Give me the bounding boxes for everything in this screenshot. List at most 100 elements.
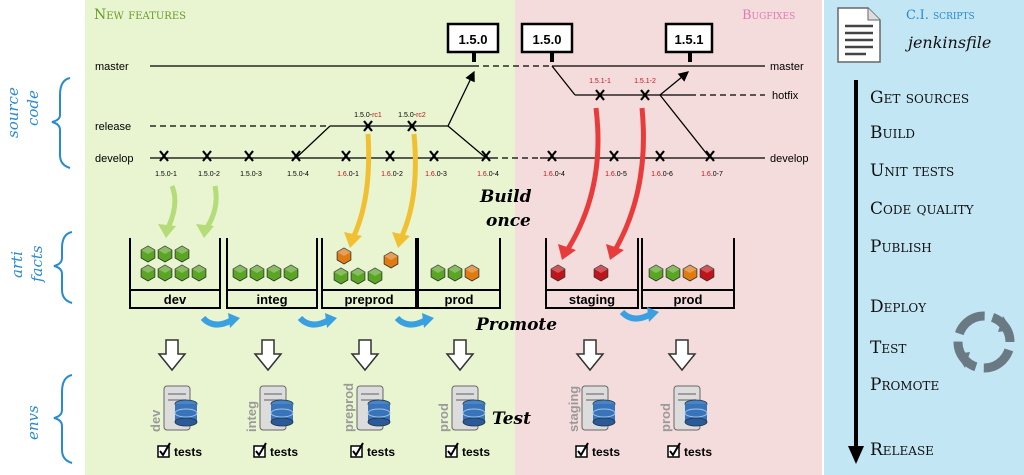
release-merge-master xyxy=(447,70,475,127)
artifact-cube xyxy=(336,247,352,265)
artifact-box-integ: integ xyxy=(226,238,318,309)
artifact-cube xyxy=(367,267,383,285)
green-arrow-head xyxy=(196,224,214,238)
artifact-cube xyxy=(430,264,446,282)
version-label: 1.6.0-6 xyxy=(651,171,673,178)
artifact-cube xyxy=(140,245,156,263)
build-once-label-line1: Build xyxy=(479,187,532,207)
source-code-label: source code xyxy=(4,77,71,169)
env-label: dev xyxy=(148,409,163,432)
artifact-cube xyxy=(266,264,282,282)
hotfix-commit xyxy=(595,89,605,101)
promote-arrow-head xyxy=(422,313,434,328)
branch-label-master-left: master xyxy=(95,61,129,73)
promote-arrow-head xyxy=(228,313,240,328)
envs-brace xyxy=(53,374,73,464)
build-once-label-line2: once xyxy=(486,211,531,231)
artifact-cube xyxy=(447,264,463,282)
artifact-cube xyxy=(550,264,566,282)
artifact-cube xyxy=(333,267,349,285)
release-branch-off xyxy=(295,125,331,159)
branch-label-develop-right: develop xyxy=(770,153,809,165)
promote-arrow-head xyxy=(647,307,659,322)
envs-label-text: envs xyxy=(24,405,42,440)
ci-step: Code quality xyxy=(870,199,975,219)
artifacts-brace xyxy=(53,231,73,304)
promote-arrow xyxy=(297,315,331,328)
branch-label-release: release xyxy=(95,121,131,133)
develop-commit xyxy=(481,150,491,162)
artifact-box-label: prod xyxy=(445,292,474,307)
artifact-cube xyxy=(464,264,480,282)
branch-label-develop-left: develop xyxy=(95,153,134,165)
artifact-box-label: prod xyxy=(674,292,703,307)
artifact-box-prod: prod xyxy=(417,238,501,309)
red-arrow-head xyxy=(606,244,624,260)
ci-step: Get sources xyxy=(870,88,969,108)
source-code-label-line2: code xyxy=(24,90,42,126)
jenkinsfile-icon xyxy=(837,7,881,63)
hotfix-branch-off xyxy=(551,65,576,96)
promote-arrow-head xyxy=(325,313,337,328)
ci-step: Release xyxy=(870,440,934,460)
new-features-zone xyxy=(85,0,515,475)
branch-lines xyxy=(150,65,765,159)
tests-label: tests xyxy=(684,445,712,459)
server-icon xyxy=(356,385,391,431)
jenkinsfile-label: jenkinsfile xyxy=(905,33,991,52)
envs-label: envs xyxy=(24,374,73,464)
develop-commit xyxy=(244,150,254,162)
develop-commit xyxy=(341,150,351,162)
test-label: Test xyxy=(492,409,531,429)
tests-label: tests xyxy=(270,445,298,459)
ci-step: Publish xyxy=(870,237,932,257)
promote-arrow xyxy=(619,309,653,322)
deploy-arrow-icon xyxy=(445,339,475,372)
hotfix-merge-develop xyxy=(659,94,711,159)
env-prod: prod tests xyxy=(436,339,490,459)
ci-scripts-title: C.I. scripts xyxy=(906,8,975,23)
version-label: 1.5.0-2 xyxy=(198,171,220,178)
green-arrow-head xyxy=(158,224,176,238)
source-code-brace xyxy=(51,77,71,169)
version-label: 1.5.0-4 xyxy=(287,171,309,178)
artifact-box-staging: staging xyxy=(545,238,639,309)
hotfix-merge-master xyxy=(659,71,690,96)
tests-label: tests xyxy=(462,445,490,459)
tag-label: 1.5.0 xyxy=(533,32,562,47)
tests-label: tests xyxy=(367,445,395,459)
tests-checkbox xyxy=(253,442,267,458)
env-label: prod xyxy=(436,403,451,432)
artifacts-label: arti facts xyxy=(8,231,73,304)
release-commit xyxy=(363,120,373,132)
artifact-cube xyxy=(174,264,190,282)
artifact-cube xyxy=(593,264,609,282)
tests-checkbox xyxy=(445,442,459,458)
artifact-box-prod: prod xyxy=(641,238,735,309)
deploy-arrow-icon xyxy=(253,339,283,372)
artifact-box-label: integ xyxy=(256,292,287,307)
version-label: 1.6.0-4 xyxy=(477,171,499,178)
ci-step: Unit tests xyxy=(870,161,954,181)
env-label: preprod xyxy=(341,383,356,432)
yellow-arrow-head xyxy=(392,232,410,248)
ci-timeline-arrowhead xyxy=(848,446,864,464)
env-preprod: preprod tests xyxy=(341,339,395,459)
artifact-cube xyxy=(699,264,715,282)
hotfix-version-label: 1.5.1-1 xyxy=(589,78,611,85)
red-arrow-head xyxy=(558,244,576,260)
artifacts-label-line2: facts xyxy=(28,245,46,283)
deploy-arrow-icon xyxy=(667,339,697,372)
tests-checkbox xyxy=(575,442,589,458)
tests-label: tests xyxy=(592,445,620,459)
develop-commit xyxy=(159,150,169,162)
bugfixes-title: Bugfixes xyxy=(742,8,795,23)
red-arrow xyxy=(611,107,646,254)
develop-commit xyxy=(609,150,619,162)
red-arrow xyxy=(563,107,601,254)
